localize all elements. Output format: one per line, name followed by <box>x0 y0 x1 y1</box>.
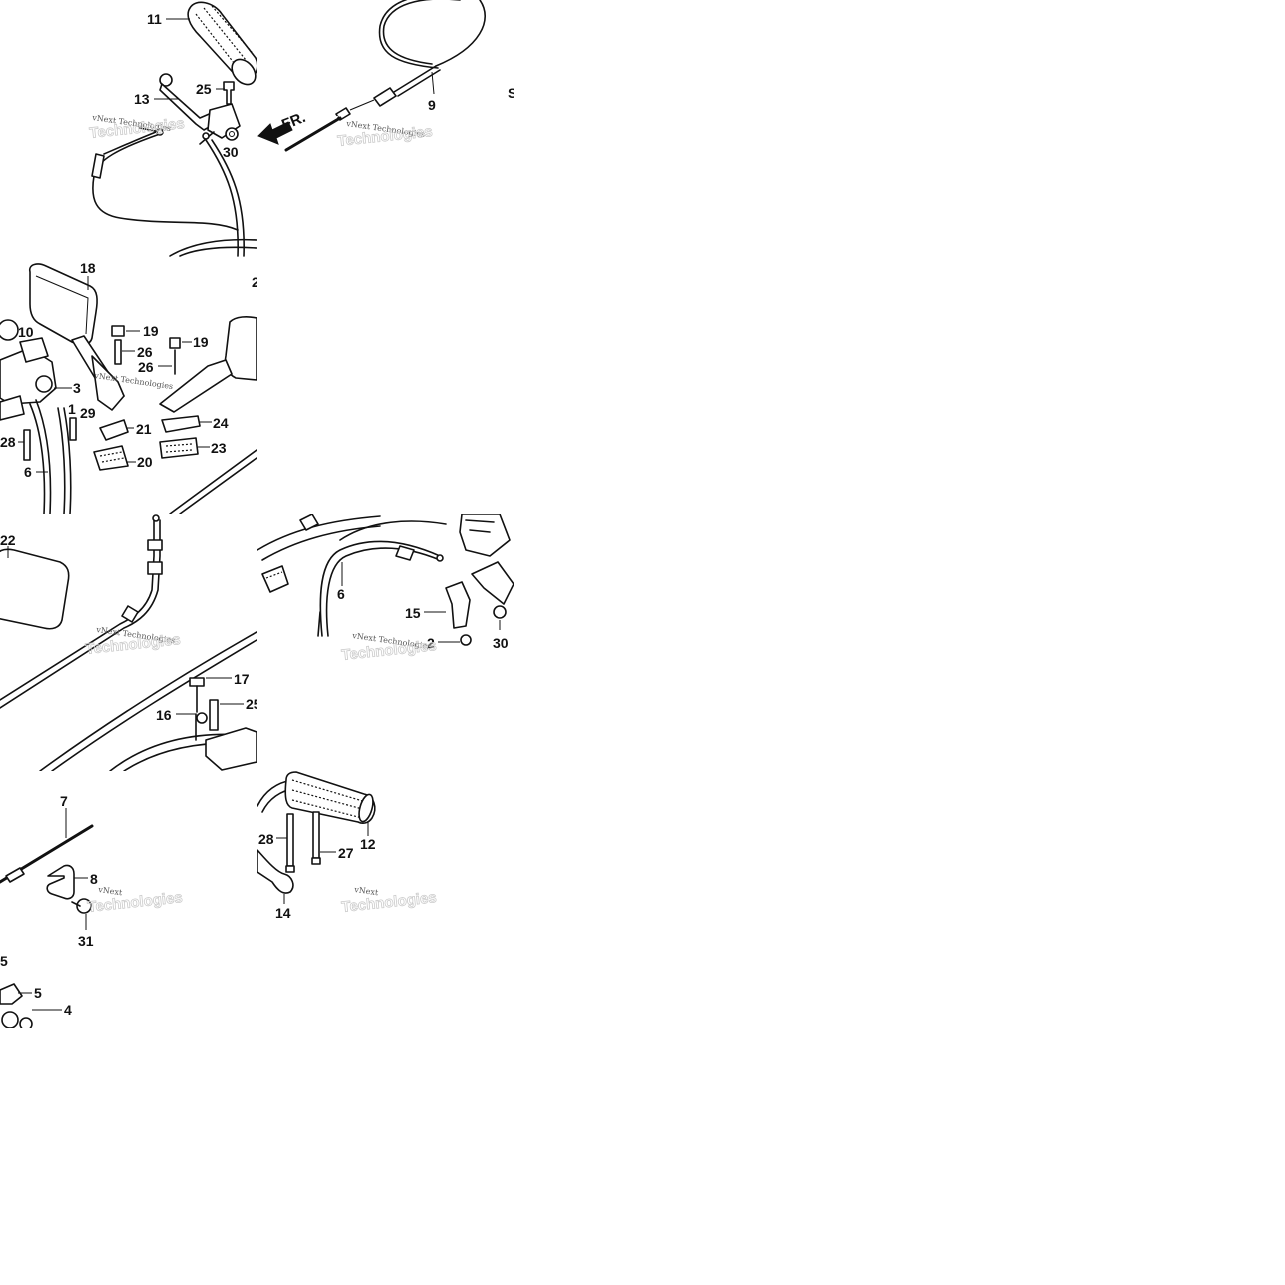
callout-25: 25 <box>196 81 212 97</box>
mirror-bolt-right <box>169 337 181 375</box>
callout-14: 14 <box>275 905 291 921</box>
callout-24: 24 <box>213 415 229 431</box>
callout-9: 9 <box>428 97 436 113</box>
tile-mirrors-switch: 18 10 19 26 19 26 3 1 29 21 24 28 23 6 2… <box>0 260 260 514</box>
cable-loop <box>382 0 461 65</box>
callout-26a: 26 <box>137 344 153 360</box>
callout-17: 17 <box>234 671 250 687</box>
left-mirror-part <box>28 263 125 411</box>
nut-part <box>225 127 239 141</box>
callout-6: 6 <box>337 586 345 602</box>
clamp-part <box>159 437 199 459</box>
front-direction-label: FR. <box>279 109 308 134</box>
screw-part <box>312 811 320 859</box>
tile-left-grip: 28 27 12 14 vNext Technologies <box>257 771 438 921</box>
tile-mirror-cable: 22 17 25 16 vNext Technologies Technolog… <box>0 514 262 771</box>
callout-28: 28 <box>258 831 274 847</box>
watermark-ghost: Technologies <box>85 631 182 658</box>
switch-cable <box>319 540 441 637</box>
switch-housing-part <box>0 319 57 421</box>
callout-8: 8 <box>90 871 98 887</box>
callout-12: 12 <box>360 836 376 852</box>
callout-22: 22 <box>0 532 16 548</box>
callout-5b: 5 <box>34 985 42 1001</box>
callout-11: 11 <box>147 11 162 27</box>
bolt-part <box>76 898 92 914</box>
callout-5a: 5 <box>0 953 8 969</box>
callout-16: 16 <box>156 707 172 723</box>
callout-27: 27 <box>338 845 354 861</box>
callout-2: 2 <box>427 635 435 651</box>
callout-3: 3 <box>73 380 81 396</box>
callout-10: 10 <box>18 324 34 340</box>
cable-left <box>92 133 239 231</box>
nut-part <box>460 634 472 646</box>
callout-19a: 19 <box>143 323 159 339</box>
callout-4: 4 <box>64 1002 72 1018</box>
callout-30: 30 <box>493 635 509 651</box>
switch-cable <box>35 399 52 514</box>
clutch-lever-part <box>257 849 294 894</box>
callout-23: 23 <box>211 440 227 456</box>
watermark-ghost: Technologies <box>341 637 438 664</box>
clamp-part <box>93 445 129 471</box>
watermark-text: vNext <box>353 885 380 897</box>
callout-18: 18 <box>80 260 96 276</box>
mirror-part <box>0 548 70 630</box>
cable-holder-plate <box>46 864 75 900</box>
callout-6: 6 <box>24 464 32 480</box>
bolt-part <box>189 677 205 687</box>
bracket-part <box>445 581 471 629</box>
callout-31: 31 <box>78 933 94 949</box>
callout-20: 20 <box>137 454 153 470</box>
cable-right <box>205 139 239 257</box>
front-direction-arrow: FR. <box>257 109 308 145</box>
callout-29: 29 <box>80 405 96 421</box>
callout-25: 25 <box>246 696 262 712</box>
clamp-part <box>161 415 201 433</box>
screw-part <box>23 429 31 461</box>
screw-part <box>286 813 294 867</box>
callout-19b: 19 <box>193 334 209 350</box>
clamp-part <box>99 419 129 441</box>
callout-26b: 26 <box>138 359 154 375</box>
callout-13: 13 <box>134 91 150 107</box>
right-mirror-part <box>159 316 257 413</box>
clutch-cable <box>0 519 155 701</box>
callout-21: 21 <box>136 421 152 437</box>
throttle-grip-part <box>187 1 257 86</box>
bolt-part <box>223 81 235 105</box>
watermark-text: vNext <box>97 885 124 897</box>
callout-15: 15 <box>405 605 421 621</box>
tile-throttle-cable: FR. 9 S vNext Technologies Technologies <box>257 0 517 152</box>
mirror-bolt-left <box>111 325 125 365</box>
callout-edge-2: 2 <box>252 274 260 290</box>
tile-throttle-grip: 11 13 25 30 vNext Technologies Technolog… <box>88 1 257 257</box>
callout-edge-s: S <box>508 85 517 101</box>
nut-part <box>493 605 507 619</box>
callout-28: 28 <box>0 434 16 450</box>
callout-30: 30 <box>223 144 239 160</box>
callout-7: 7 <box>60 793 68 809</box>
bolt-part <box>209 699 219 731</box>
tile-cable-holder: 7 8 31 5 5 4 vNext Technologies <box>0 793 184 1028</box>
screw-part <box>69 417 77 441</box>
callout-1: 1 <box>68 401 76 417</box>
nut-part <box>196 712 208 724</box>
tile-switch-cable: 6 15 2 30 vNext Technologies Technologie… <box>257 514 514 664</box>
